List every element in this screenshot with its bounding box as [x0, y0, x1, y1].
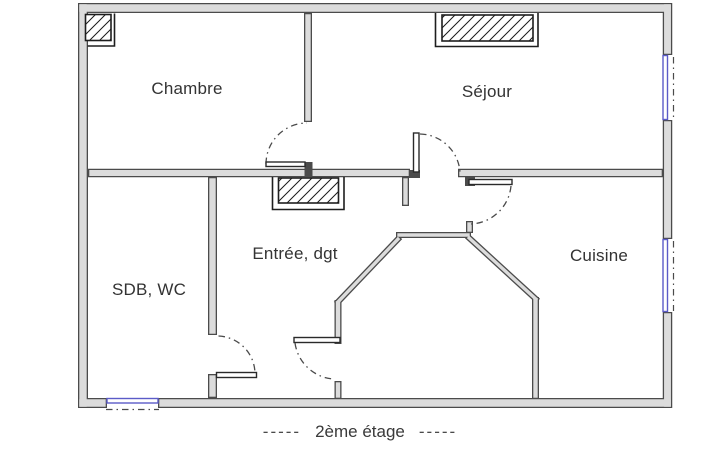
window-cuisine [662, 238, 669, 313]
window-sejour [662, 54, 669, 121]
door-entrance-swing-arc [294, 342, 334, 380]
door-cuisine-leaf [468, 178, 513, 186]
caption: ----- 2ème étage ----- [0, 422, 720, 442]
duct-top-left-hatch-icon [84, 13, 112, 42]
duct-middle-outline [271, 177, 345, 211]
room-label-sdb: SDB, WC [111, 280, 187, 299]
duct-top-left-outline [87, 13, 116, 47]
door-sejour-leaf [412, 132, 420, 173]
stair-diag-left-wall-fill [335, 236, 401, 305]
hinge-sejour [409, 170, 420, 178]
door-chambre-swing-arc [265, 122, 308, 165]
stair-diag-right-wall-fill [466, 235, 539, 302]
door-chambre-leaf [265, 161, 306, 168]
room-label-sejour: Séjour [461, 82, 513, 101]
door-cuisine-swing-arc [470, 185, 512, 225]
room-label-chambre: Chambre [151, 79, 223, 98]
door-sdb-swing-arc [218, 335, 256, 374]
caption-left-dashes: ----- [262, 422, 302, 441]
caption-text: 2ème étage [315, 422, 405, 441]
caption-right-dashes: ----- [418, 422, 458, 441]
duct-top-middle-outline [434, 13, 539, 48]
window-sdb [106, 397, 159, 404]
door-entrance-leaf [293, 336, 341, 344]
room-label-cuisine: Cuisine [569, 246, 629, 265]
door-sejour-swing-arc [419, 133, 461, 173]
duct-top-middle-hatch-icon [441, 14, 534, 42]
door-sdb-leaf [215, 371, 258, 379]
room-label-entree: Entrée, dgt [252, 244, 338, 263]
duct-middle-hatch-icon [277, 177, 340, 204]
hinge-chambre [304, 162, 313, 176]
